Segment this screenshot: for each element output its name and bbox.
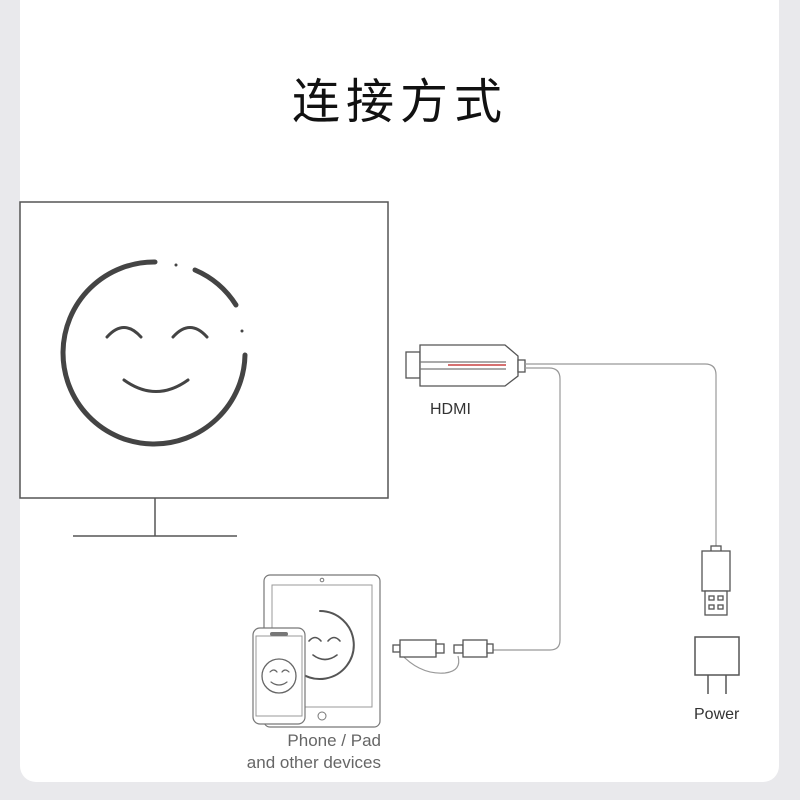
hdmi-label: HDMI bbox=[430, 401, 471, 418]
power-adapter-icon bbox=[694, 636, 740, 694]
micro-usb-connector-icon bbox=[453, 639, 494, 658]
tv-monitor-icon bbox=[19, 201, 389, 537]
usb-plug-icon bbox=[701, 545, 731, 616]
devices-label-line1: Phone / Pad bbox=[287, 731, 381, 750]
lightning-connector-icon bbox=[392, 639, 445, 658]
cables bbox=[399, 363, 717, 674]
devices-label: Phone / Pad and other devices bbox=[230, 730, 381, 774]
devices-label-line2: and other devices bbox=[246, 753, 381, 772]
power-label: Power bbox=[694, 706, 740, 723]
phone-icon bbox=[252, 627, 306, 725]
hdmi-dongle-icon bbox=[405, 344, 526, 387]
smiley-face-icon bbox=[60, 259, 248, 447]
page-title: 连接方式 bbox=[291, 74, 508, 130]
